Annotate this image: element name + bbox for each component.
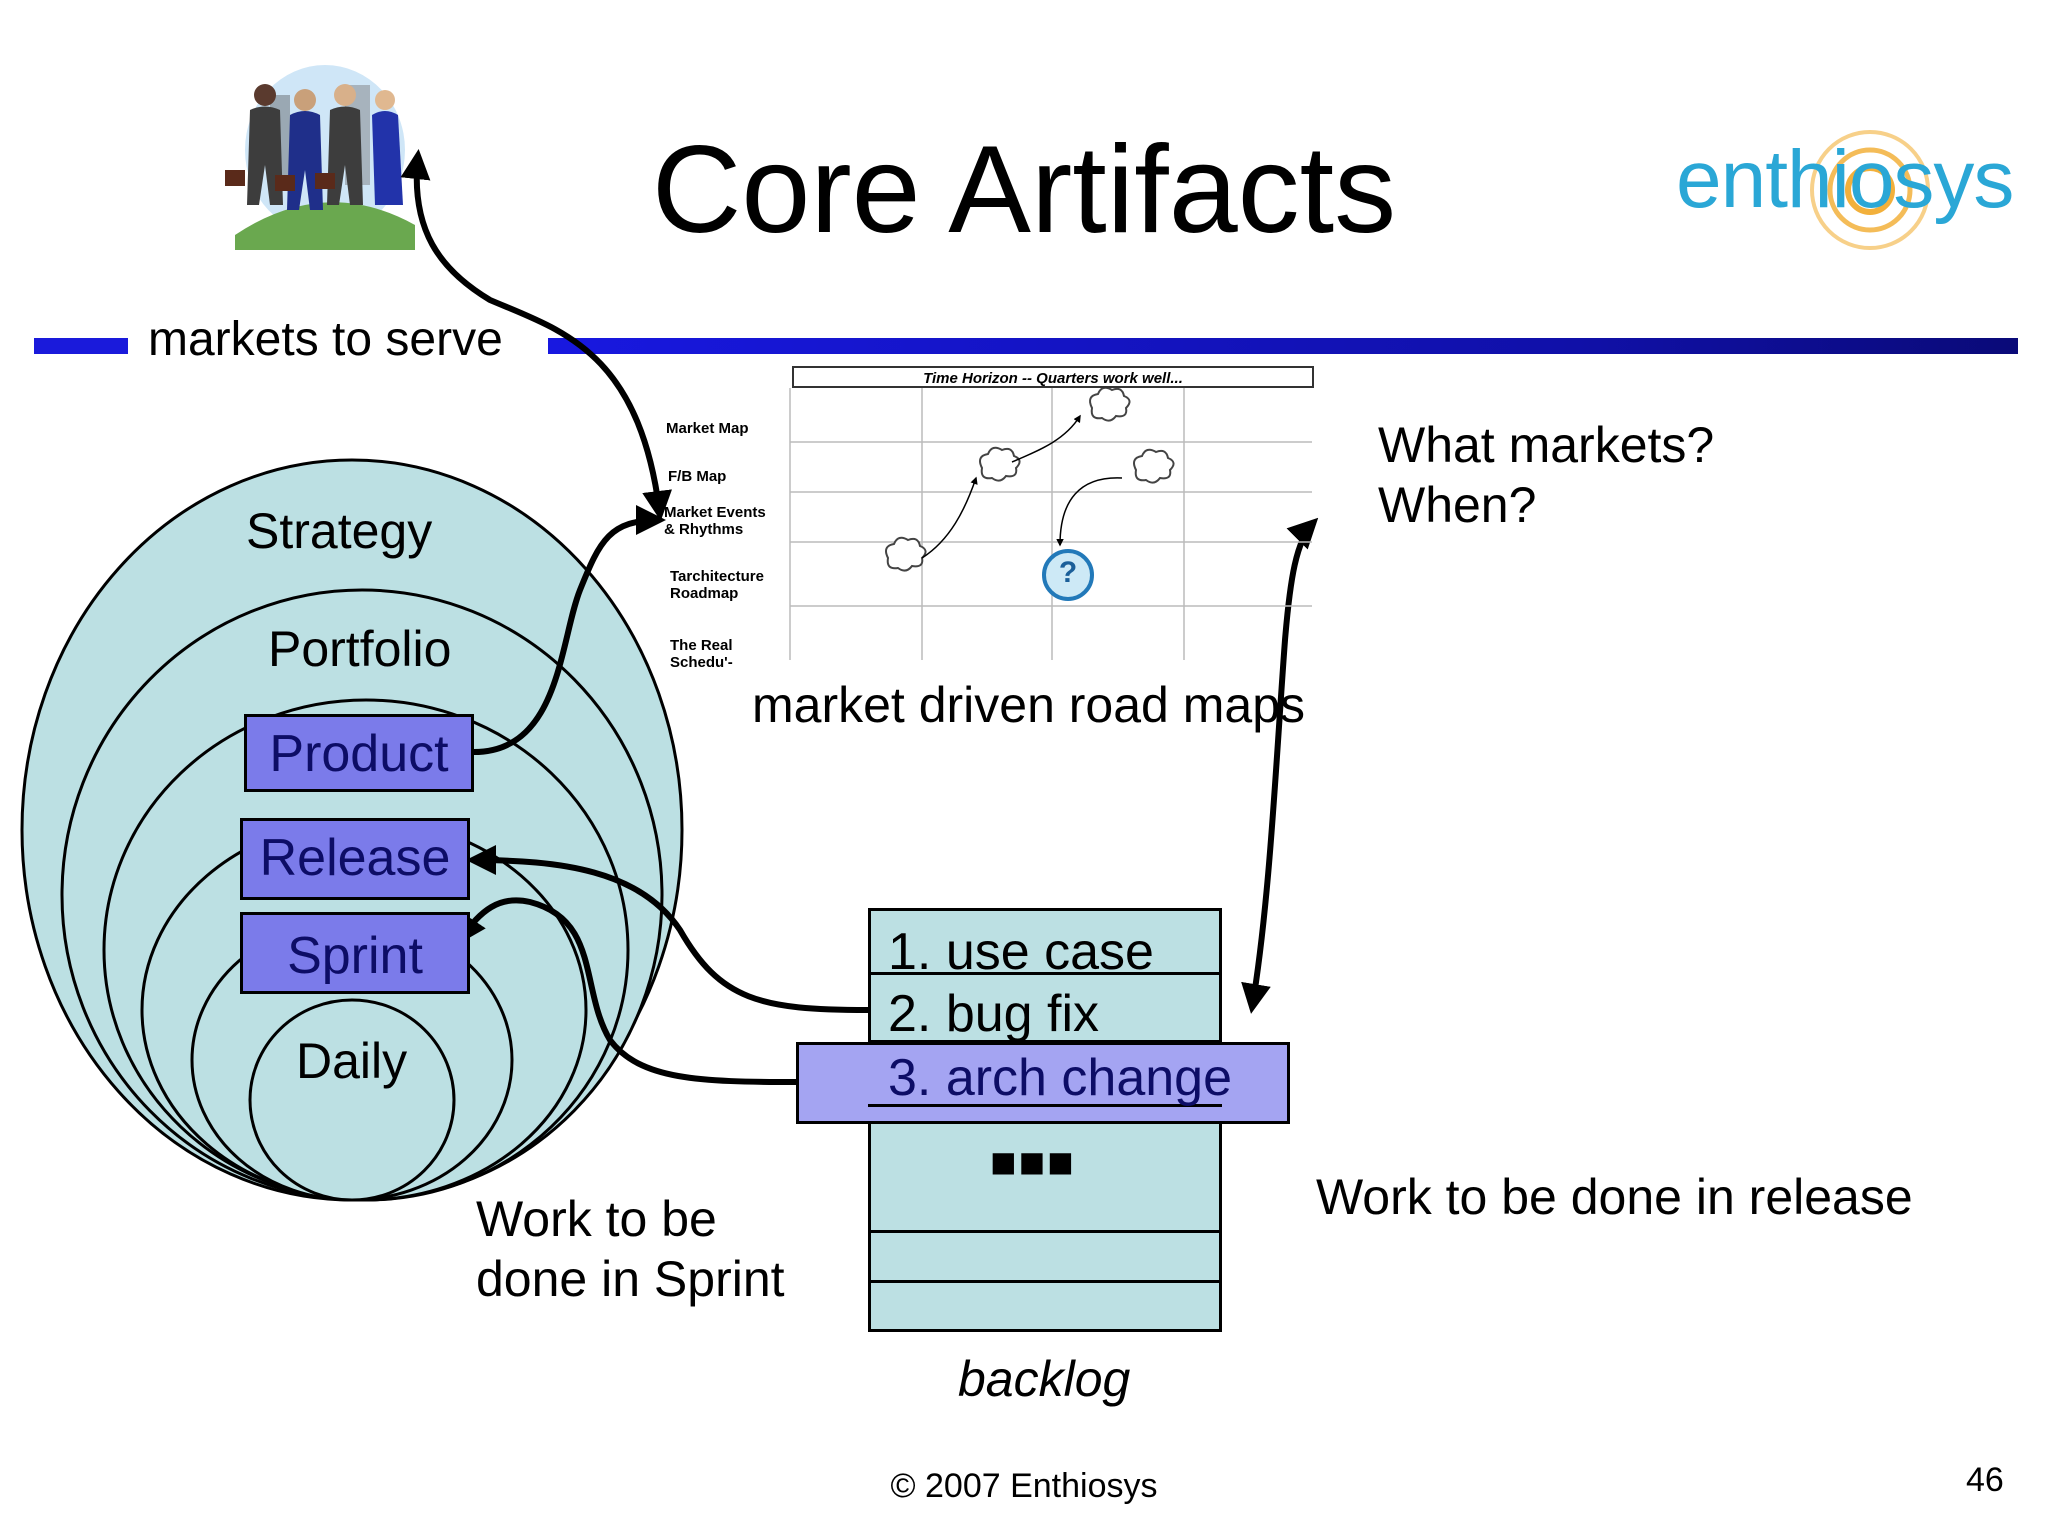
sprint-arrow: [456, 897, 797, 1085]
question-mark-icon: ?: [1058, 556, 1078, 589]
arch-change-highlight: [796, 1042, 1290, 1124]
backlog-divider: [868, 972, 1222, 975]
backlog-divider: [868, 1104, 1222, 1107]
roadmap-row-market-map: Market Map: [666, 420, 749, 437]
release-label-box: Release: [240, 818, 470, 900]
markets-to-serve-label: markets to serve: [148, 312, 509, 368]
page-number: 46: [1966, 1461, 2004, 1499]
title-rule-left: [34, 338, 128, 354]
roadmap-caption: market driven road maps: [752, 677, 1306, 733]
backlog-divider: [868, 1230, 1222, 1233]
title-rule-right: [548, 338, 2018, 354]
product-roadmap-arrow: [473, 505, 666, 755]
roadmap-grid: [789, 388, 1312, 660]
business-people-icon: [225, 65, 415, 250]
sprint-label-box: Sprint: [240, 912, 470, 994]
roadmap-row-tarchitecture: Tarchitecture: [670, 568, 764, 585]
logo-rings-icon: [1810, 130, 1930, 250]
backlog-item-bug-fix: 2. bug fix: [888, 985, 1100, 1043]
sprint-work-note-line1: Work to be: [476, 1191, 717, 1247]
daily-label: Daily: [296, 1033, 408, 1089]
roadmap-row-rhythms: & Rhythms: [664, 521, 744, 538]
roadmap-row-real: The Real: [670, 637, 733, 654]
backlog-item-use-case: 1. use case: [888, 923, 1154, 981]
question-what-markets: What markets?: [1378, 417, 1715, 473]
strategy-label: Strategy: [246, 503, 433, 559]
backlog-item-arch-change: 3. arch change: [888, 1049, 1233, 1107]
backlog-label: backlog: [958, 1351, 1131, 1407]
slide-title: Core Artifacts: [651, 121, 1397, 259]
backlog-divider: [868, 1280, 1222, 1283]
roadmap-header: Time Horizon -- Quarters work well...: [792, 366, 1314, 388]
roadmap-clouds: [885, 386, 1175, 572]
copyright-footer: © 2007 Enthiosys: [890, 1467, 1158, 1505]
sprint-work-note-line2: done in Sprint: [476, 1251, 785, 1307]
portfolio-label: Portfolio: [268, 621, 452, 677]
roadmap-row-market-events: Market Events: [664, 504, 766, 521]
daily-circle: [248, 998, 456, 1202]
logo-text: enthiosys: [1676, 134, 2014, 225]
roadmap-row-fb-map: F/B Map: [668, 468, 727, 485]
roadmap-row-schedule: Schedu'-: [670, 654, 733, 671]
backlog-ellipsis: ■■■: [990, 1138, 1076, 1187]
product-label-box: Product: [244, 714, 474, 792]
release-arrow: [466, 845, 869, 1013]
roadmap-row-roadmap: Roadmap: [670, 585, 739, 602]
question-when: When?: [1378, 477, 1537, 533]
backlog-questions-arrow: [1241, 517, 1319, 1014]
release-work-note: Work to be done in release: [1316, 1169, 1913, 1225]
backlog-divider: [868, 1040, 1222, 1043]
